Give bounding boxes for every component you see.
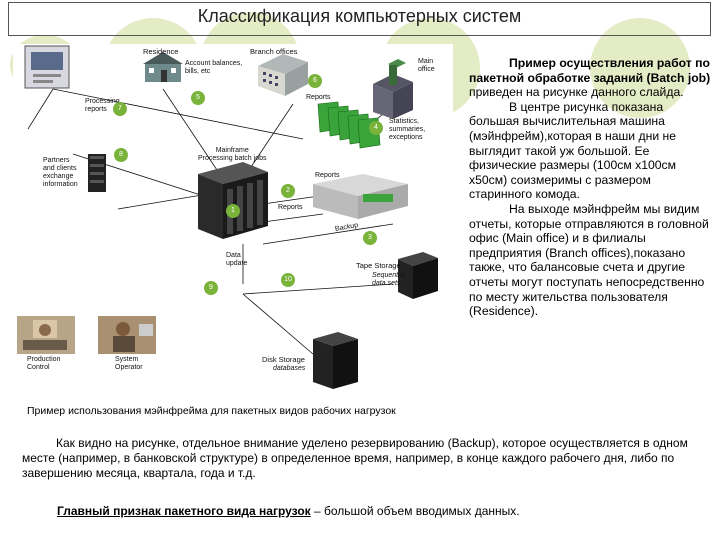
step-badge-2: 2 [281, 184, 295, 198]
label-statistics: Statistics, summaries, exceptions [389, 118, 426, 141]
label-data-update: Data update [226, 252, 248, 267]
step-badge-9: 9 [204, 281, 218, 295]
figure-caption: Пример использования мэйнфрейма для паке… [27, 405, 396, 417]
key-statement-rest: – большой объем вводимых данных. [310, 504, 520, 518]
main-office-image [373, 59, 413, 119]
tape-storage-image [398, 252, 438, 299]
reports-stack-image [317, 101, 381, 149]
production-control-photo [17, 316, 75, 354]
label-databases: databases [273, 365, 306, 372]
label-account-balances: Account balances, bills, etc [185, 60, 243, 75]
key-statement: Главный признак пакетного вида нагрузок … [57, 504, 520, 518]
label-system-operator: System Operator [115, 356, 143, 371]
step-badge-10: 10 [281, 273, 295, 287]
key-statement-emphasis: Главный признак пакетного вида нагрузок [57, 504, 311, 518]
step-badge-7: 7 [113, 102, 127, 116]
label-main-office: Main office [418, 58, 435, 73]
step-badge-5: 5 [191, 91, 205, 105]
arrow-reports [262, 213, 324, 223]
label-reports-printer: Reports [315, 172, 340, 179]
right-paragraph-2: В центре рисунка показана большая вычисл… [469, 99, 677, 202]
label-branch-offices: Branch offices [250, 47, 298, 56]
step-badge-4: 4 [369, 121, 383, 135]
title-frame [8, 2, 711, 36]
arrow-partners [117, 193, 209, 210]
label-sequential: Sequential data sets [372, 272, 406, 287]
arrow-tape [242, 283, 394, 295]
page-title: Классификация компьютерных систем [197, 6, 522, 26]
arrow-processing-reports [52, 88, 304, 140]
label-tape-storage: Tape Storage [356, 261, 401, 270]
right-paragraph-1-bold: Пример осуществления работ по пакетной о… [469, 56, 711, 85]
batch-diagram: Residence Branch offices Account balance… [13, 44, 453, 399]
step-badge-1: 1 [226, 204, 240, 218]
right-paragraph-1: Пример осуществления работ по пакетной о… [469, 56, 715, 100]
right-paragraph-1-rest: приведен на рисунке данного слайда. [469, 85, 684, 100]
residence-image [143, 52, 183, 82]
screen-image [24, 45, 70, 89]
right-description: Пример осуществления работ по пакетной о… [469, 56, 715, 319]
arrow-backup [262, 223, 394, 245]
decor-circle-4 [590, 18, 690, 118]
label-disk-storage: Disk Storage [262, 355, 305, 364]
disk-storage-image [313, 332, 358, 389]
label-production-control: Production Control [27, 356, 61, 371]
printer-image [313, 174, 408, 219]
label-mainframe: Mainframe Processing batch jobs [198, 147, 267, 162]
arrow-disk [242, 293, 314, 355]
label-reports-mid: Reports [278, 204, 303, 211]
branch-office-image [258, 54, 308, 96]
step-badge-3: 3 [363, 231, 377, 245]
label-residence: Residence [143, 47, 179, 56]
step-badge-6: 6 [308, 74, 322, 88]
label-partners: Partners and clients exchange informatio… [43, 157, 78, 188]
system-operator-photo [98, 316, 156, 354]
arrow-left-1 [27, 88, 54, 130]
label-processing-reports: Processing reports [85, 98, 120, 113]
diagram-graphics [17, 45, 438, 389]
partners-storage-image [88, 154, 106, 192]
mainframe-image [198, 162, 268, 239]
right-paragraph-3: На выходе мэйнфрейм мы видим отчеты, кот… [469, 201, 709, 319]
label-reports-top: Reports [306, 94, 331, 101]
step-badge-8: 8 [114, 148, 128, 162]
backup-paragraph: Как видно на рисунке, отдельное внимание… [22, 436, 688, 480]
